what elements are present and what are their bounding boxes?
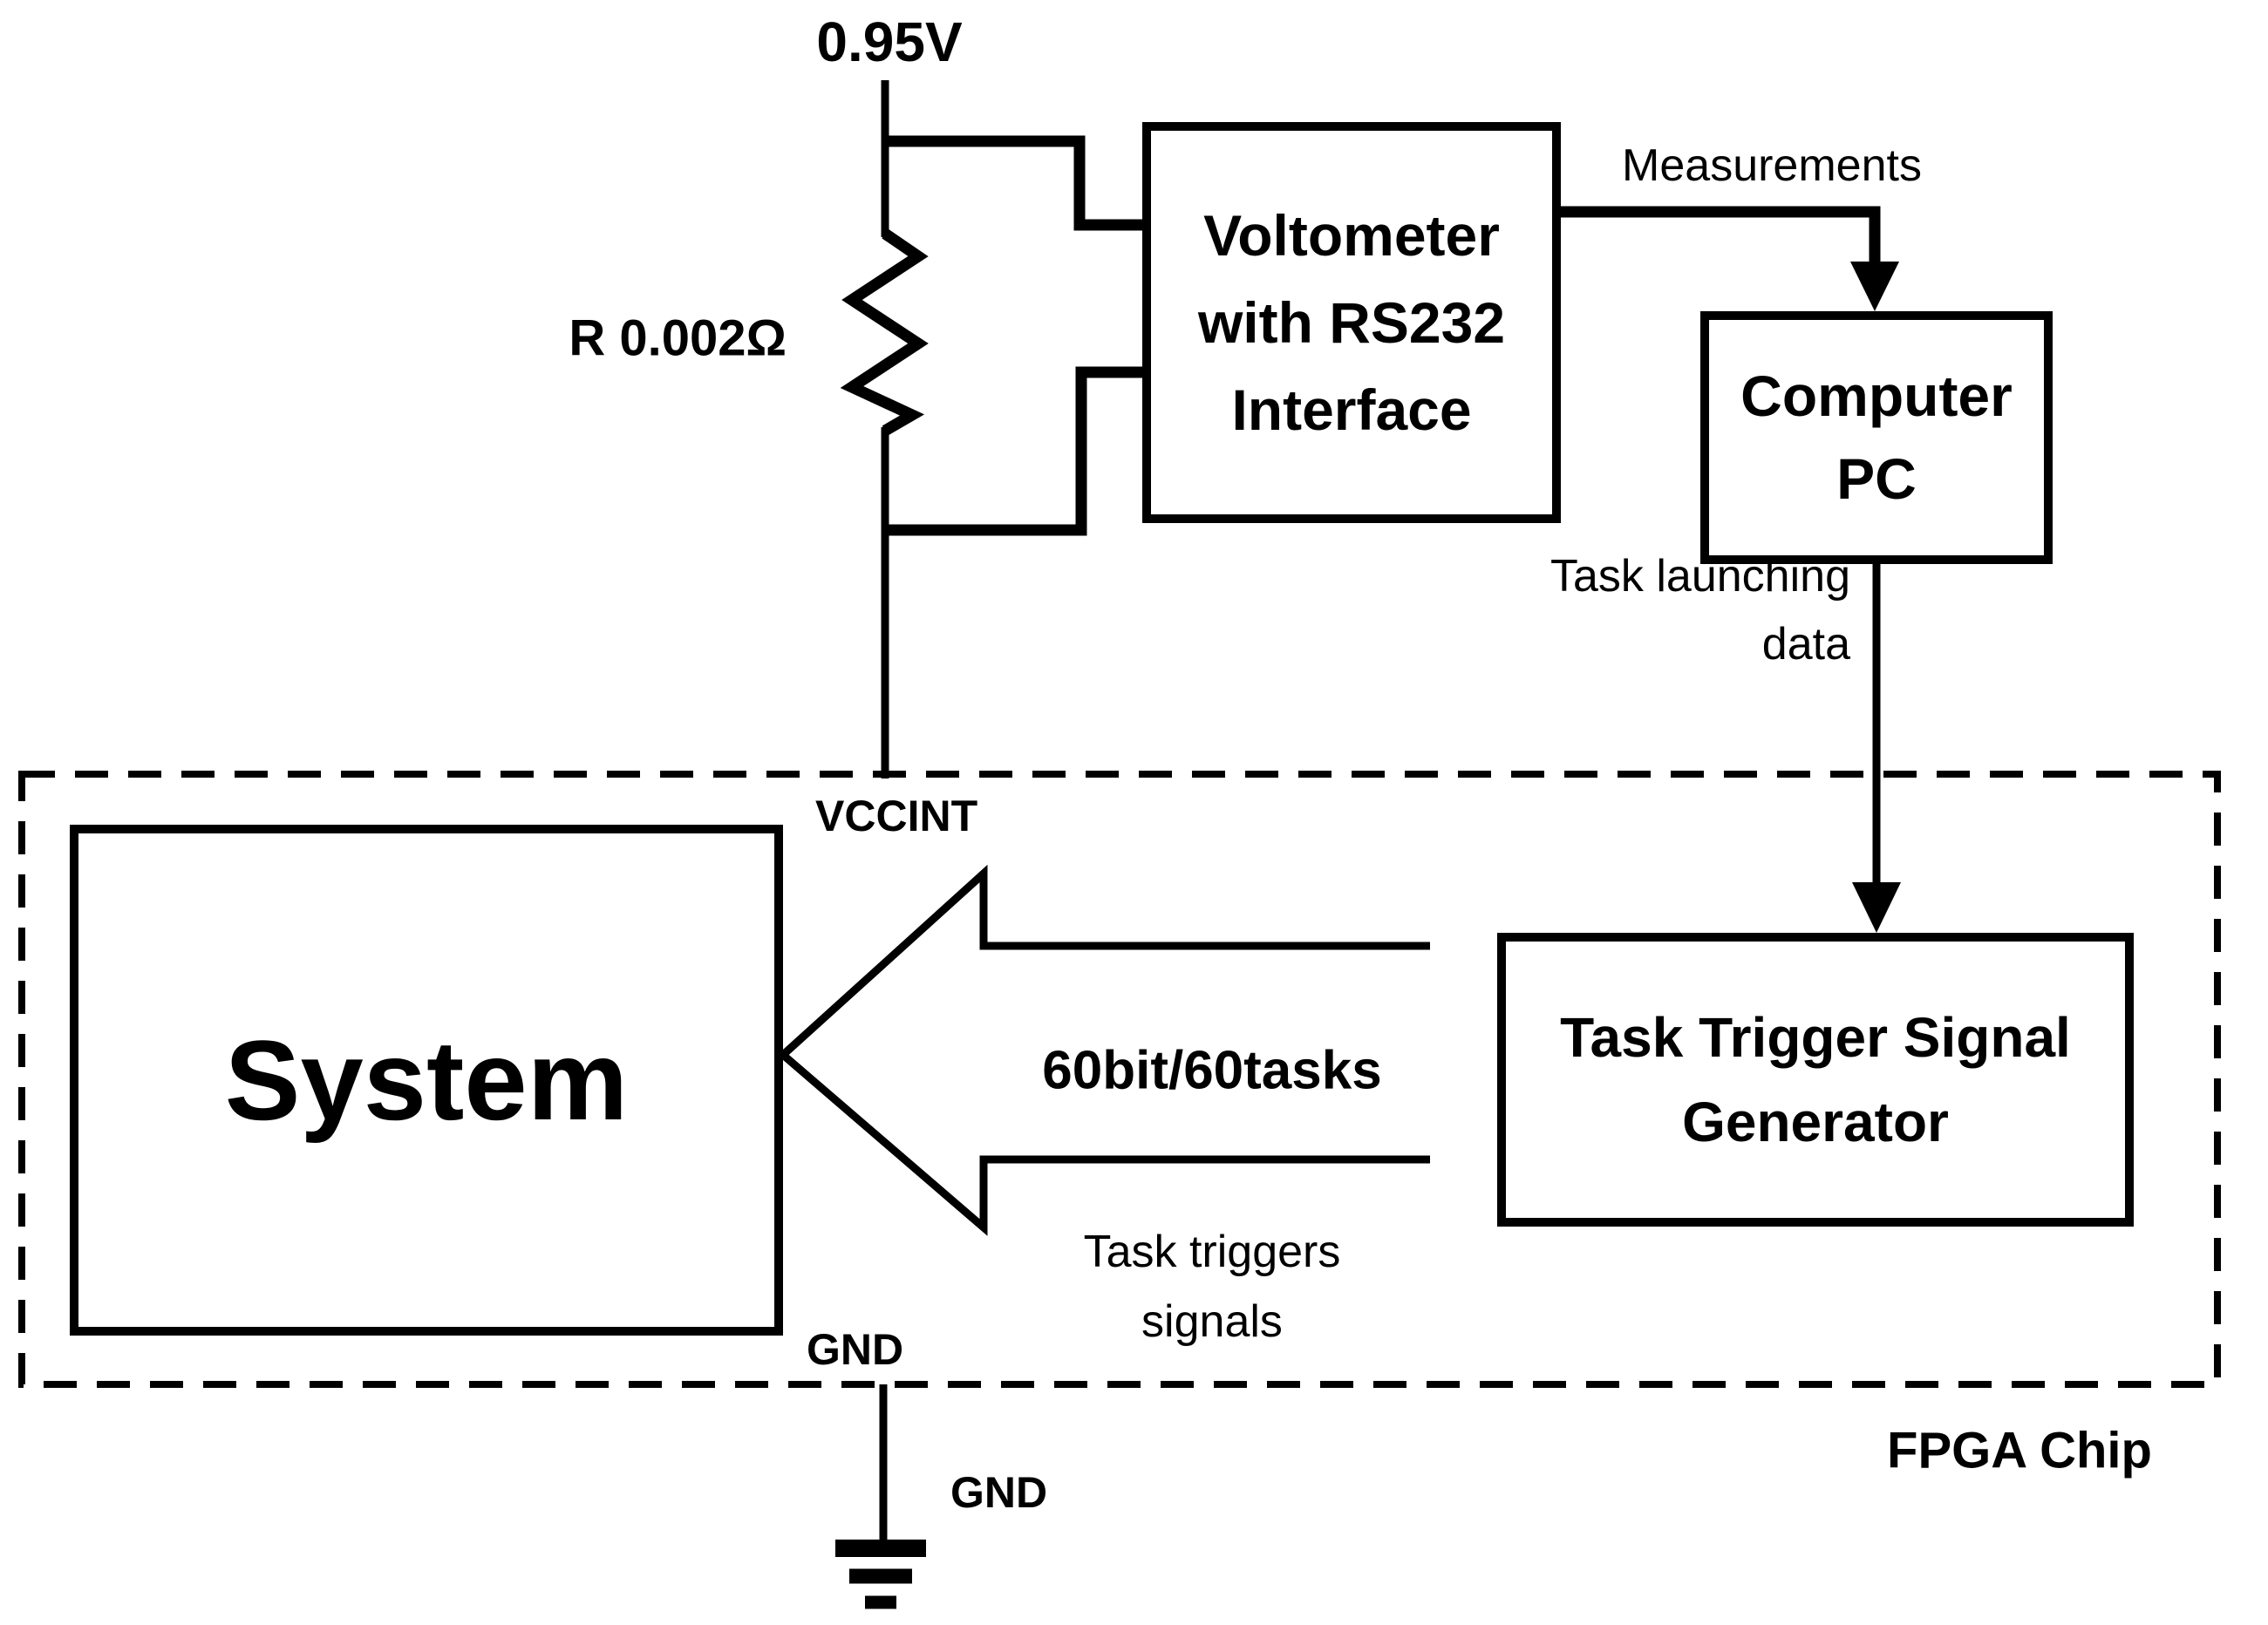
measurements-arrowhead-icon (1850, 262, 1899, 311)
bus-width-label: 60bit/60tasks (1042, 1040, 1382, 1101)
voltmeter-box: Voltometer with RS232 Interface (1142, 122, 1561, 523)
voltmeter-label-line3: Interface (1231, 377, 1472, 442)
trigger-bus-arrow-lower (780, 1051, 1430, 1236)
computer-label-line1: Computer (1740, 364, 2013, 428)
gnd-ground-label: GND (950, 1468, 1048, 1517)
task-triggers-line2: signals (1141, 1296, 1283, 1347)
task-triggers-line1: Task triggers (1083, 1227, 1341, 1277)
system-label: System (224, 1016, 629, 1144)
fpga-chip-label: FPGA Chip (1887, 1422, 2152, 1479)
measurements-wire (1561, 206, 1881, 263)
voltage-source-label: 0.95V (816, 10, 963, 73)
trigger-bus-arrow-upper (780, 864, 1430, 1058)
system-box: System (70, 825, 783, 1336)
task-launching-line1: Task launching (1550, 551, 1850, 602)
sense-wire-bottom (885, 366, 1142, 536)
task-launching-arrowhead-icon (1852, 882, 1901, 933)
task-triggers-label: Task triggers signals (1084, 1217, 1341, 1356)
generator-label-line1: Task Trigger Signal (1560, 1005, 2071, 1069)
computer-label-line2: PC (1836, 446, 1917, 511)
voltmeter-label-line1: Voltometer (1203, 203, 1500, 268)
computer-pc-box: Computer PC (1700, 311, 2053, 564)
measurements-label: Measurements (1622, 140, 1922, 191)
gnd-pin-label: GND (807, 1325, 904, 1374)
task-launching-line2: data (1761, 619, 1850, 670)
task-trigger-generator-box: Task Trigger Signal Generator (1497, 933, 2134, 1227)
voltmeter-label-line2: with RS232 (1197, 290, 1506, 355)
resistor-symbol (840, 228, 929, 436)
sense-wire-top (885, 135, 1142, 231)
fpga-chip-boundary (18, 771, 2221, 1388)
resistor-label: R 0.002Ω (569, 309, 787, 367)
generator-label-line2: Generator (1682, 1090, 1949, 1153)
task-launching-label: Task launching data (1550, 542, 1850, 678)
vccint-pin-label: VCCINT (815, 792, 978, 840)
